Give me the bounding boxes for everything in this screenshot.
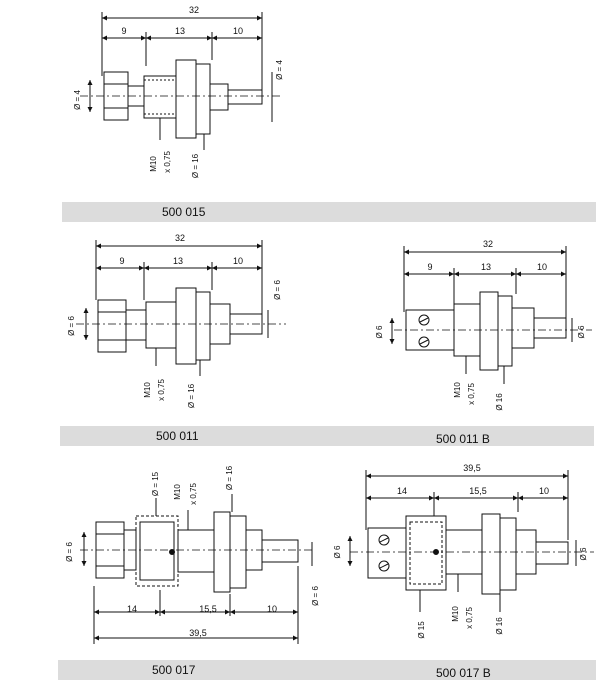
part-number-500015: 500 015 [162,205,206,219]
thread-500017b: M10 [451,606,460,622]
dim-b-500017b: 15,5 [469,486,487,496]
flange-dia-500011: Ø = 16 [187,383,196,408]
thread-500011: M10 [143,382,152,398]
drawing-500017b [347,470,594,612]
part-number-500011b: 500 011 B [436,432,490,446]
dim-a-500017b: 14 [397,486,407,496]
dim-b-500017: 15,5 [199,604,217,614]
pitch-500011: x 0,75 [157,379,166,401]
label-bar-1 [62,202,596,222]
thread-500015: M10 [149,156,158,172]
dim-a-500015: 9 [121,26,126,36]
dim-a-500011: 9 [119,256,124,266]
dim-b-500011b: 13 [481,262,491,272]
dim-right-dia-500011: Ø = 6 [273,280,282,300]
drawing-500011 [76,240,286,376]
dim-c-500011b: 10 [537,262,547,272]
dim-right-dia-500017: Ø = 6 [311,586,320,606]
label-bar-3 [58,660,596,680]
flange-dia-500017: Ø = 16 [225,465,234,490]
body-dia-500017b: Ø 15 [417,621,426,639]
part-number-500011: 500 011 [156,429,199,443]
dim-right-dia-500017b: Ø 6 [579,547,588,560]
dim-c-500017b: 10 [539,486,549,496]
drawing-500015 [80,12,282,150]
flange-dia-500015: Ø = 16 [191,153,200,178]
pitch-500017b: x 0,75 [465,607,474,629]
dim-left-dia-500017: Ø = 6 [65,542,74,562]
part-number-500017b: 500 017 B [436,666,491,680]
dim-c-500015: 10 [233,26,243,36]
pitch-500017: x 0,75 [189,483,198,505]
dim-right-dia-500015: Ø = 4 [275,60,284,80]
drawing-500017 [80,494,313,644]
thread-500017: M10 [173,484,182,500]
dim-c-500017: 10 [267,604,277,614]
dim-right-dia-500011b: Ø 6 [577,325,586,338]
pitch-500015: x 0,75 [163,151,172,173]
pitch-500011b: x 0,75 [467,383,476,405]
dim-a-500017: 14 [127,604,137,614]
dim-left-dia-500017b: Ø 6 [333,545,342,558]
dim-total-500017: 39,5 [189,628,207,638]
dim-total-500011: 32 [175,233,185,243]
dim-total-500015: 32 [189,5,199,15]
dim-b-500015: 13 [175,26,185,36]
dim-c-500011: 10 [233,256,243,266]
drawing-500011b [389,246,592,384]
dim-total-500017b: 39,5 [463,463,481,473]
dim-left-dia-500011b: Ø 6 [375,325,384,338]
dim-pin-dia-500015: Ø = 4 [73,90,82,110]
part-number-500017: 500 017 [152,663,196,677]
body-dia-500017: Ø = 15 [151,471,160,496]
label-bar-2 [60,426,594,446]
dim-total-500011b: 32 [483,239,493,249]
thread-500011b: M10 [453,382,462,398]
dim-a-500011b: 9 [427,262,432,272]
flange-dia-500017b: Ø 16 [495,617,504,635]
dim-b-500011: 13 [173,256,183,266]
flange-dia-500011b: Ø 16 [495,393,504,411]
dim-left-dia-500011: Ø = 6 [67,316,76,336]
